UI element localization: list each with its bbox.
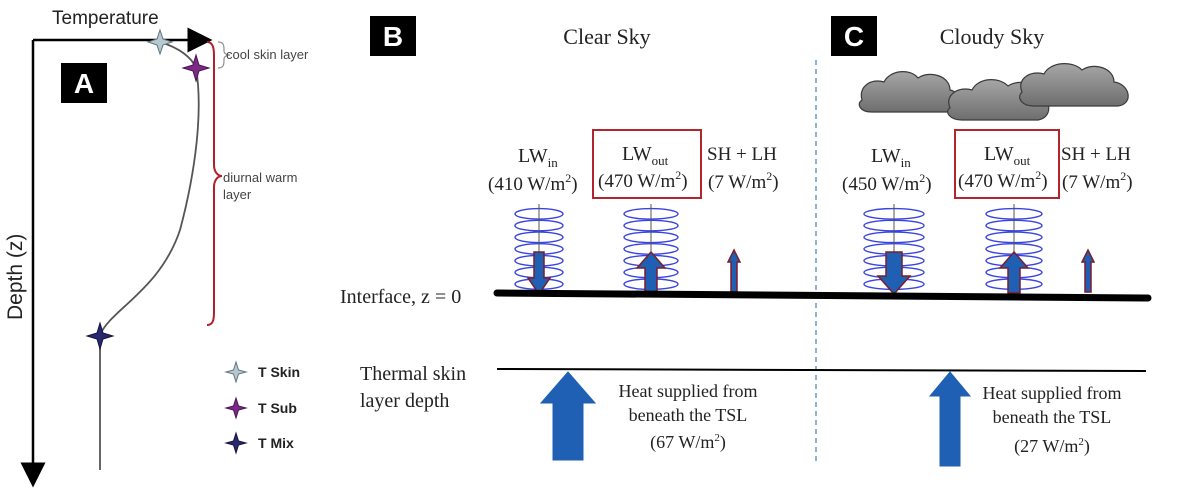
panel-a-badge-label: A bbox=[74, 68, 94, 99]
b-sh-lh-arrow bbox=[726, 248, 742, 293]
diurnal-label-line2: layer bbox=[223, 187, 252, 202]
c-lw-out-label: LWout bbox=[984, 143, 1031, 168]
depth-axis-label: Depth (z) bbox=[4, 234, 27, 320]
panel-b: B Clear Sky LWin (410 W/m2) LWout (470 W… bbox=[370, 16, 779, 461]
b-sh-lh-value: (7 W/m2) bbox=[708, 169, 779, 193]
t-sub-marker bbox=[181, 53, 211, 83]
clear-sky-title: Clear Sky bbox=[563, 24, 650, 49]
thermal-skin-line bbox=[496, 368, 1147, 372]
t-mix-marker bbox=[85, 321, 115, 351]
cloudy-sky-title: Cloudy Sky bbox=[940, 24, 1045, 49]
c-sh-lh-value: (7 W/m2) bbox=[1062, 169, 1133, 193]
panel-c-badge-label: C bbox=[844, 21, 864, 52]
cool-skin-label: cool skin layer bbox=[226, 47, 309, 62]
b-lw-in-label: LWin bbox=[518, 145, 558, 170]
cool-skin-bracket bbox=[217, 41, 231, 69]
temperature-axis-label: Temperature bbox=[52, 8, 159, 29]
b-lw-in-arrow bbox=[526, 251, 552, 296]
t-skin-marker bbox=[146, 28, 174, 56]
b-heat-arrow bbox=[539, 371, 597, 461]
c-sh-lh-label: SH + LH bbox=[1061, 144, 1131, 165]
c-heat-value: (27 W/m2) bbox=[1014, 436, 1090, 457]
panel-a: Temperature Depth (z) A cool skin layer … bbox=[4, 8, 309, 488]
legend-t-sub-icon bbox=[224, 396, 248, 420]
c-heat-line2: beneath the TSL bbox=[993, 407, 1112, 427]
b-lw-out-arrow bbox=[635, 250, 667, 294]
c-sh-lh-arrow bbox=[1080, 248, 1096, 293]
b-lw-out-label: LWout bbox=[622, 143, 669, 168]
temperature-profile-curve bbox=[99, 41, 200, 470]
legend-t-mix-icon bbox=[224, 431, 248, 455]
legend-t-sub-label: T Sub bbox=[258, 400, 297, 416]
legend-t-mix-label: T Mix bbox=[258, 435, 294, 451]
b-heat-line1: Heat supplied from bbox=[619, 381, 758, 401]
c-heat-line1: Heat supplied from bbox=[983, 383, 1122, 403]
c-heat-arrow bbox=[928, 371, 972, 467]
b-sh-lh-label: SH + LH bbox=[707, 144, 777, 165]
interface-label: Interface, z = 0 bbox=[340, 286, 461, 308]
diurnal-warm-bracket bbox=[206, 41, 223, 326]
panel-b-badge bbox=[370, 16, 416, 56]
cloud-icon bbox=[858, 63, 1129, 121]
interface-line bbox=[493, 289, 1152, 302]
b-lw-in-value: (410 W/m2) bbox=[488, 171, 578, 195]
b-lw-out-box bbox=[592, 129, 702, 199]
c-lw-in-value: (450 W/m2) bbox=[842, 171, 932, 195]
c-lw-in-arrow bbox=[876, 251, 912, 296]
panel-c: C Cloudy Sky LWin (450 W/m2) LWout (470 … bbox=[831, 16, 1133, 467]
panel-a-badge bbox=[61, 63, 107, 103]
b-heat-line2: beneath the TSL bbox=[629, 405, 748, 425]
c-lw-out-arrow bbox=[998, 250, 1030, 294]
legend-t-skin-icon bbox=[224, 360, 248, 384]
b-heat-value: (67 W/m2) bbox=[650, 432, 726, 453]
c-lw-out-box bbox=[954, 129, 1060, 199]
b-lw-out-value: (470 W/m2) bbox=[598, 168, 688, 192]
panel-c-badge bbox=[831, 16, 877, 56]
c-lw-in-label: LWin bbox=[871, 145, 911, 170]
thermal-skin-label-line2: layer depth bbox=[360, 390, 449, 412]
diurnal-label-line1: diurnal warm bbox=[223, 170, 297, 185]
panel-b-badge-label: B bbox=[383, 21, 403, 52]
thermal-skin-label-line1: Thermal skin bbox=[360, 363, 466, 385]
legend-t-skin-label: T Skin bbox=[258, 364, 300, 380]
c-lw-out-value: (470 W/m2) bbox=[958, 168, 1048, 192]
legend: T Skin T Sub T Mix bbox=[224, 360, 300, 455]
